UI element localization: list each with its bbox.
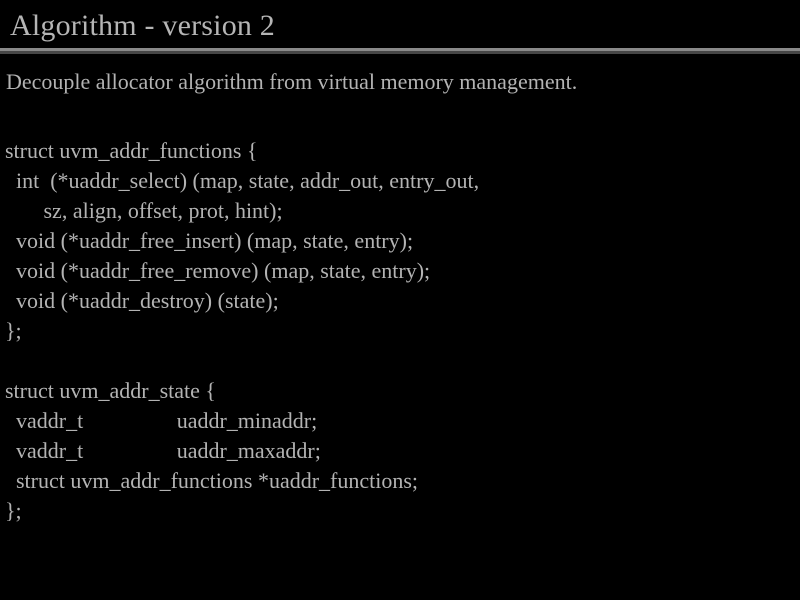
code-line: vaddr_t uaddr_minaddr;	[5, 408, 318, 433]
code-line: void (*uaddr_destroy) (state);	[5, 288, 279, 313]
code-line: struct uvm_addr_functions *uaddr_functio…	[5, 468, 419, 493]
rule-shadow-line	[0, 51, 800, 54]
code-line: };	[5, 318, 22, 343]
rule-highlight-line	[0, 48, 800, 51]
code-line-blank	[5, 346, 795, 376]
slide-subtitle: Decouple allocator algorithm from virtua…	[6, 69, 578, 94]
code-line: void (*uaddr_free_insert) (map, state, e…	[5, 228, 414, 253]
slide-title: Algorithm - version 2	[10, 9, 276, 42]
code-line: void (*uaddr_free_remove) (map, state, e…	[5, 258, 431, 283]
code-line: sz, align, offset, prot, hint);	[5, 198, 283, 223]
code-line: };	[5, 498, 22, 523]
title-divider-rule	[0, 48, 800, 54]
code-line: int (*uaddr_select) (map, state, addr_ou…	[5, 168, 480, 193]
code-line: struct uvm_addr_functions {	[5, 138, 258, 163]
code-line: struct uvm_addr_state {	[5, 378, 216, 403]
code-block: struct uvm_addr_functions { int (*uaddr_…	[5, 136, 795, 526]
code-line: vaddr_t uaddr_maxaddr;	[5, 438, 321, 463]
